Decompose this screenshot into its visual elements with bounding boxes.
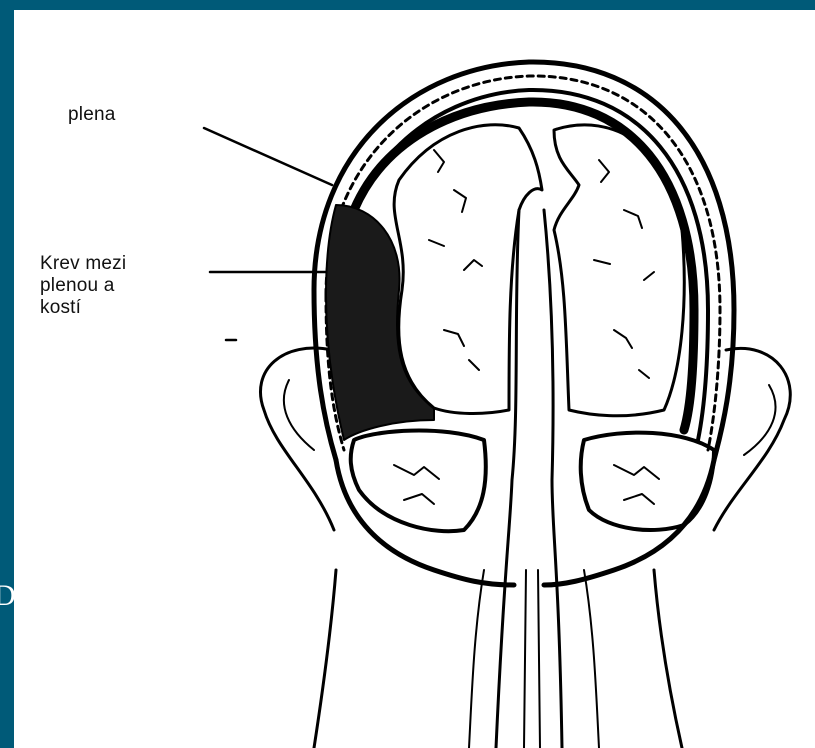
brainstem-left [496, 210, 519, 748]
epidural-hematoma [326, 205, 434, 440]
label-blood-between-membrane-and-bone: Krev mezi plenou a kostí [40, 253, 126, 319]
left-sulci [429, 150, 482, 370]
label-membrane: plena [68, 104, 116, 126]
neck-right-outline [654, 570, 682, 748]
pointer-line-membrane [204, 128, 332, 185]
right-ear [714, 348, 790, 530]
right-sulci [594, 160, 654, 378]
spinal-outline-left [469, 570, 484, 748]
clipped-slide-text-glyph: D [0, 579, 14, 612]
left-cerebellum [351, 431, 486, 532]
skull-base-left [336, 460, 514, 585]
head-cross-section-figure: plena Krev mezi plenou a kostí [14, 10, 815, 748]
left-hemisphere [394, 125, 542, 414]
head-illustration [14, 10, 815, 748]
clipped-slide-text: D [0, 576, 14, 616]
skull-base-right [544, 460, 714, 585]
left-ear [260, 348, 334, 530]
spinal-outline-right [584, 570, 599, 748]
right-hemisphere [554, 125, 684, 416]
left-ear-inner [284, 380, 314, 450]
brainstem-right [544, 210, 562, 748]
neck-left-outline [314, 570, 336, 748]
